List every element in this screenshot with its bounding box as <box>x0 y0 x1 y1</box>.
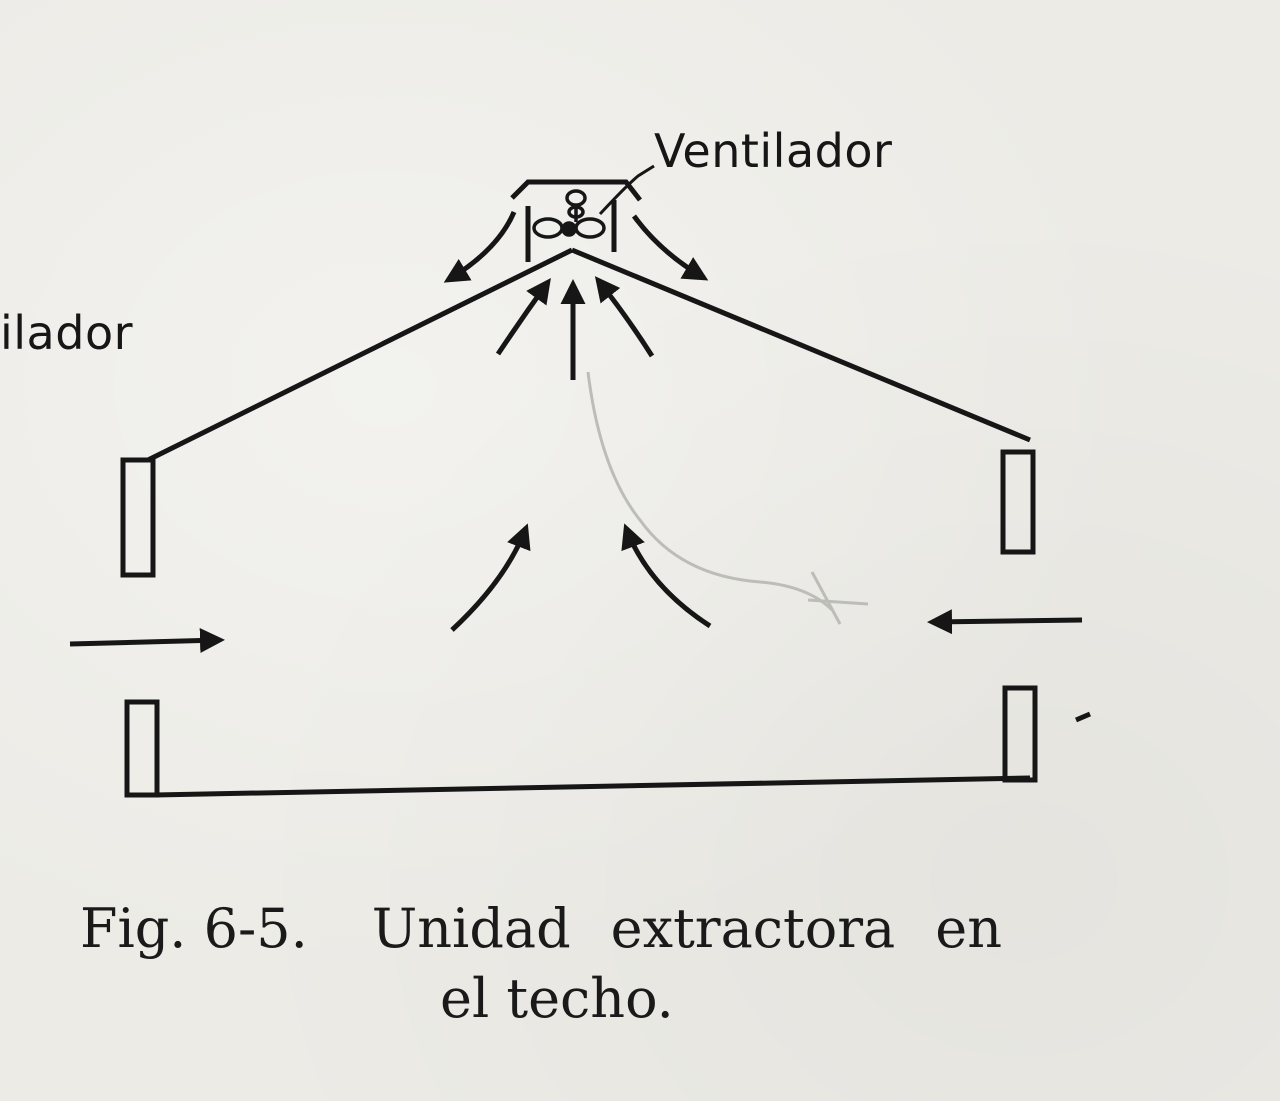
ventilator-unit <box>510 179 642 262</box>
pencil-mark <box>586 371 869 625</box>
cut-off-fan-label: ilador <box>0 306 134 360</box>
caption-word: en <box>935 897 1002 960</box>
vent-cap <box>510 179 642 202</box>
exhaust-arrow-right <box>631 214 709 281</box>
room-arrow-right <box>621 523 712 629</box>
inlet-arrow-right <box>927 609 1083 635</box>
inlet-arrow-left <box>69 628 225 654</box>
inlet-arrows <box>69 609 1083 654</box>
ink-speck <box>1075 711 1091 723</box>
rising-arrow-left <box>495 277 551 356</box>
floor-line <box>154 775 1031 798</box>
caption-line-1: Fig. 6-5. Unidad extractora en <box>80 894 1002 964</box>
roof-left-slope <box>146 247 574 463</box>
left-lower-wall <box>124 699 160 798</box>
fan-label: Ventilador <box>654 124 893 178</box>
right-upper-wall <box>1000 449 1036 555</box>
rising-arrow-right <box>594 276 655 358</box>
figure-number: Fig. 6-5. <box>80 897 308 960</box>
roof-right-slope <box>571 247 1031 443</box>
right-lower-wall <box>1002 685 1038 783</box>
exhaust-arrow-left <box>443 211 517 283</box>
caption-word: Unidad <box>371 897 571 960</box>
room-arrow-left <box>450 523 531 632</box>
fan-leader-line <box>598 164 655 216</box>
room-air-arrows <box>450 523 712 632</box>
rising-air-arrows <box>495 276 655 380</box>
caption-word: extractora <box>610 897 896 960</box>
left-upper-wall <box>120 457 156 578</box>
building-outline <box>120 247 1038 798</box>
caption-line-2: el techo. <box>440 967 674 1030</box>
exhaust-arrows <box>443 211 709 283</box>
fan-icon <box>532 189 606 239</box>
